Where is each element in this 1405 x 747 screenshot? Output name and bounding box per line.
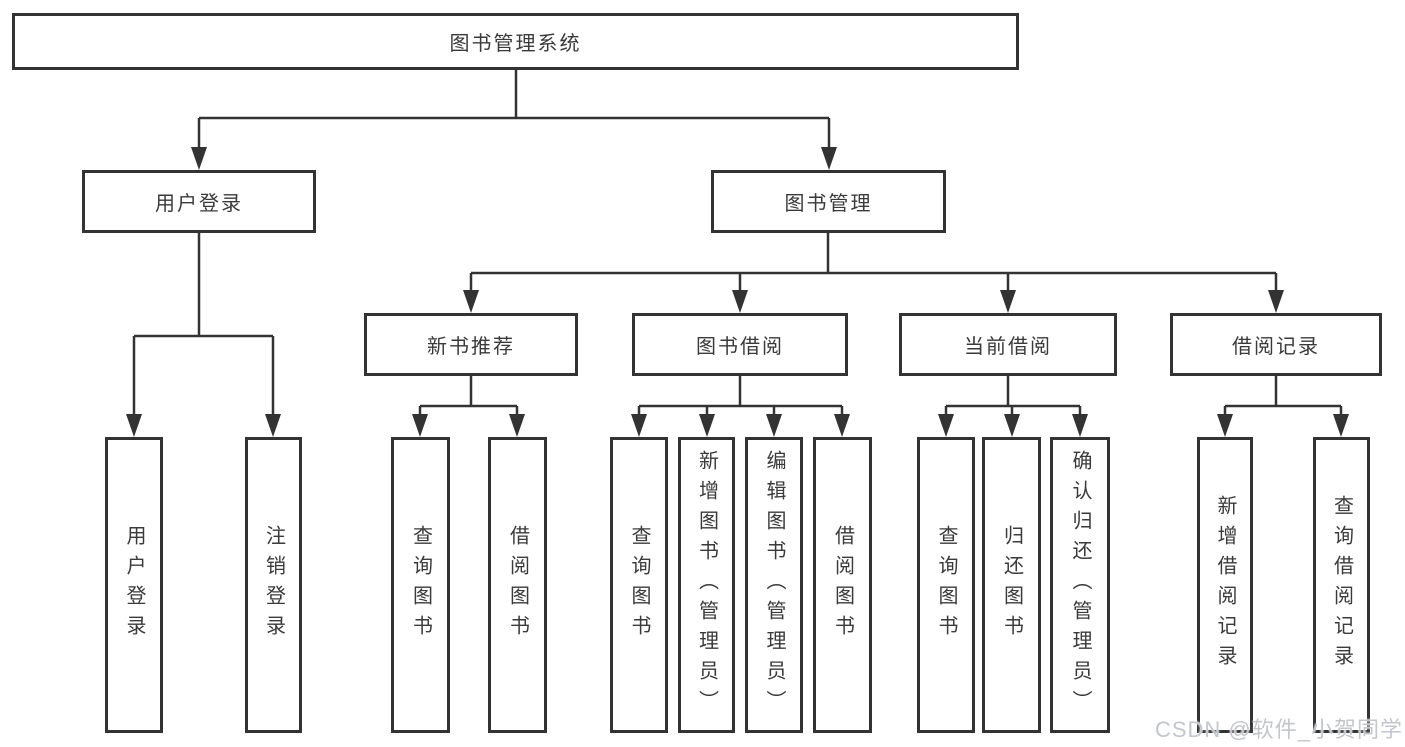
node-book-borrow-label: 图书借阅: [696, 336, 784, 358]
leaf-current-borrow-return-label: 归还图书: [1000, 525, 1023, 645]
leaf-book-borrow-query-label: 查询图书: [628, 525, 650, 645]
node-root-label: 图书管理系统: [449, 33, 582, 55]
leaf-user-login-login: 用户登录: [105, 437, 163, 733]
leaf-new-book-query: 查询图书: [391, 437, 450, 733]
node-current-borrow: 当前借阅: [899, 313, 1117, 376]
leaf-user-login-login-label: 用户登录: [123, 525, 145, 645]
node-book-management: 图书管理: [711, 170, 946, 233]
leaf-borrow-record-add-label: 新增借阅记录: [1214, 495, 1236, 675]
leaf-current-borrow-return: 归还图书: [982, 437, 1041, 733]
leaf-book-borrow-edit: 编辑图书（管理员）: [745, 437, 803, 733]
node-borrow-record: 借阅记录: [1170, 313, 1382, 376]
leaf-user-login-logout-label: 注销登录: [262, 525, 285, 645]
leaf-book-borrow-add: 新增图书（管理员）: [678, 437, 735, 733]
node-current-borrow-label: 当前借阅: [964, 336, 1052, 358]
node-root: 图书管理系统: [12, 13, 1019, 70]
node-new-book-recommend: 新书推荐: [364, 313, 578, 376]
leaf-new-book-query-label: 查询图书: [409, 525, 432, 645]
leaf-book-borrow-query: 查询图书: [610, 437, 668, 733]
leaf-borrow-record-add: 新增借阅记录: [1197, 437, 1253, 733]
csdn-watermark: CSDN @软件_小贺同学: [1154, 717, 1403, 742]
node-new-book-recommend-label: 新书推荐: [427, 336, 515, 358]
node-book-management-label: 图书管理: [784, 193, 873, 215]
leaf-new-book-borrow-label: 借阅图书: [506, 525, 529, 645]
leaf-new-book-borrow: 借阅图书: [488, 437, 547, 733]
leaf-borrow-record-query: 查询借阅记录: [1313, 437, 1370, 733]
leaf-book-borrow-borrow: 借阅图书: [813, 437, 872, 733]
leaf-book-borrow-borrow-label: 借阅图书: [831, 525, 854, 645]
leaf-current-borrow-confirm: 确认归还（管理员）: [1050, 437, 1110, 733]
leaf-current-borrow-query-label: 查询图书: [935, 525, 957, 645]
node-borrow-record-label: 借阅记录: [1232, 336, 1320, 358]
leaf-book-borrow-edit-label: 编辑图书（管理员）: [763, 450, 785, 720]
node-book-borrow: 图书借阅: [632, 313, 848, 376]
node-user-login-label: 用户登录: [155, 193, 243, 215]
leaf-borrow-record-query-label: 查询借阅记录: [1330, 495, 1353, 675]
leaf-user-login-logout: 注销登录: [245, 437, 302, 733]
node-user-login: 用户登录: [82, 170, 316, 233]
leaf-current-borrow-query: 查询图书: [917, 437, 975, 733]
leaf-current-borrow-confirm-label: 确认归还（管理员）: [1069, 450, 1091, 720]
leaf-book-borrow-add-label: 新增图书（管理员）: [695, 450, 718, 720]
